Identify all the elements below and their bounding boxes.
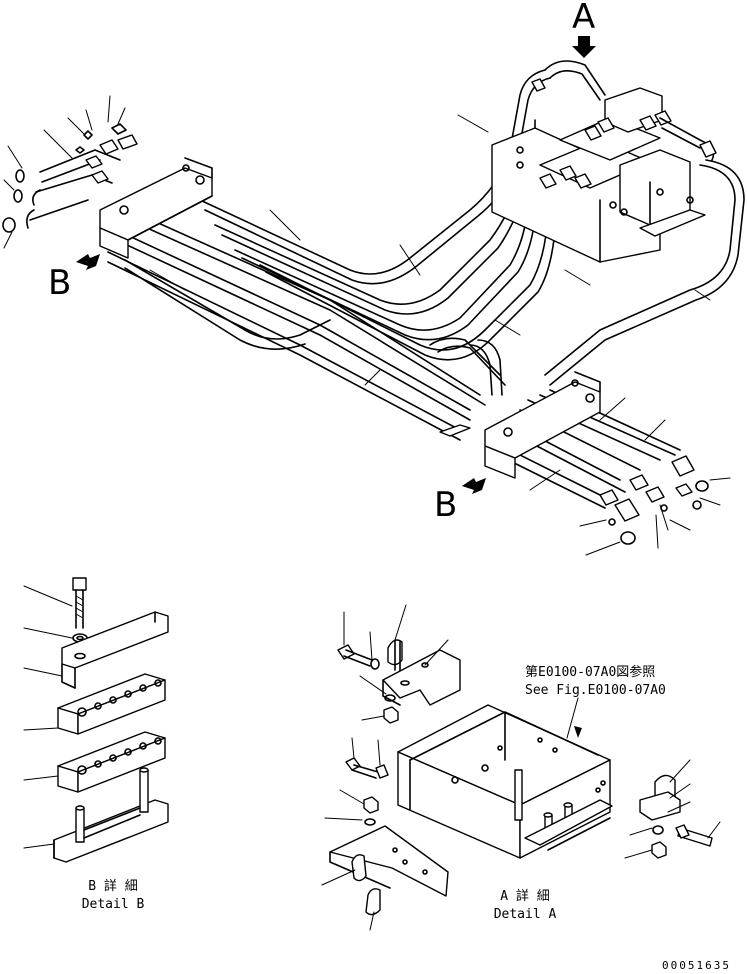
left-clamp bbox=[99, 157, 213, 259]
right-fittings bbox=[599, 455, 709, 545]
right-clamp bbox=[439, 371, 601, 479]
drawing-code: 00051635 bbox=[662, 959, 731, 972]
detail-a-leaders bbox=[321, 604, 721, 931]
view-label-b-lower: B bbox=[434, 485, 458, 525]
reference-text-japanese: 第E0100-07A0図参照 bbox=[525, 665, 656, 680]
view-label-b-upper: B bbox=[48, 263, 72, 303]
leader-lines bbox=[3, 95, 731, 556]
detail-a-drawing bbox=[329, 639, 713, 916]
detail-b-title-japanese: B 詳 細 bbox=[88, 879, 138, 894]
detail-b-drawing bbox=[53, 577, 169, 863]
detail-a-title-english: Detail A bbox=[493, 907, 557, 922]
detail-a-title-japanese: A 詳 細 bbox=[500, 889, 550, 904]
reference-text-english: See Fig.E0100-07A0 bbox=[525, 683, 666, 698]
view-label-a: A bbox=[572, 0, 596, 37]
view-arrows bbox=[76, 36, 596, 494]
valve-block bbox=[491, 60, 717, 263]
left-fittings bbox=[2, 123, 138, 233]
detail-b-title-english: Detail B bbox=[81, 897, 145, 912]
detail-b-leaders bbox=[23, 585, 73, 849]
reference-arrowhead bbox=[574, 726, 582, 738]
